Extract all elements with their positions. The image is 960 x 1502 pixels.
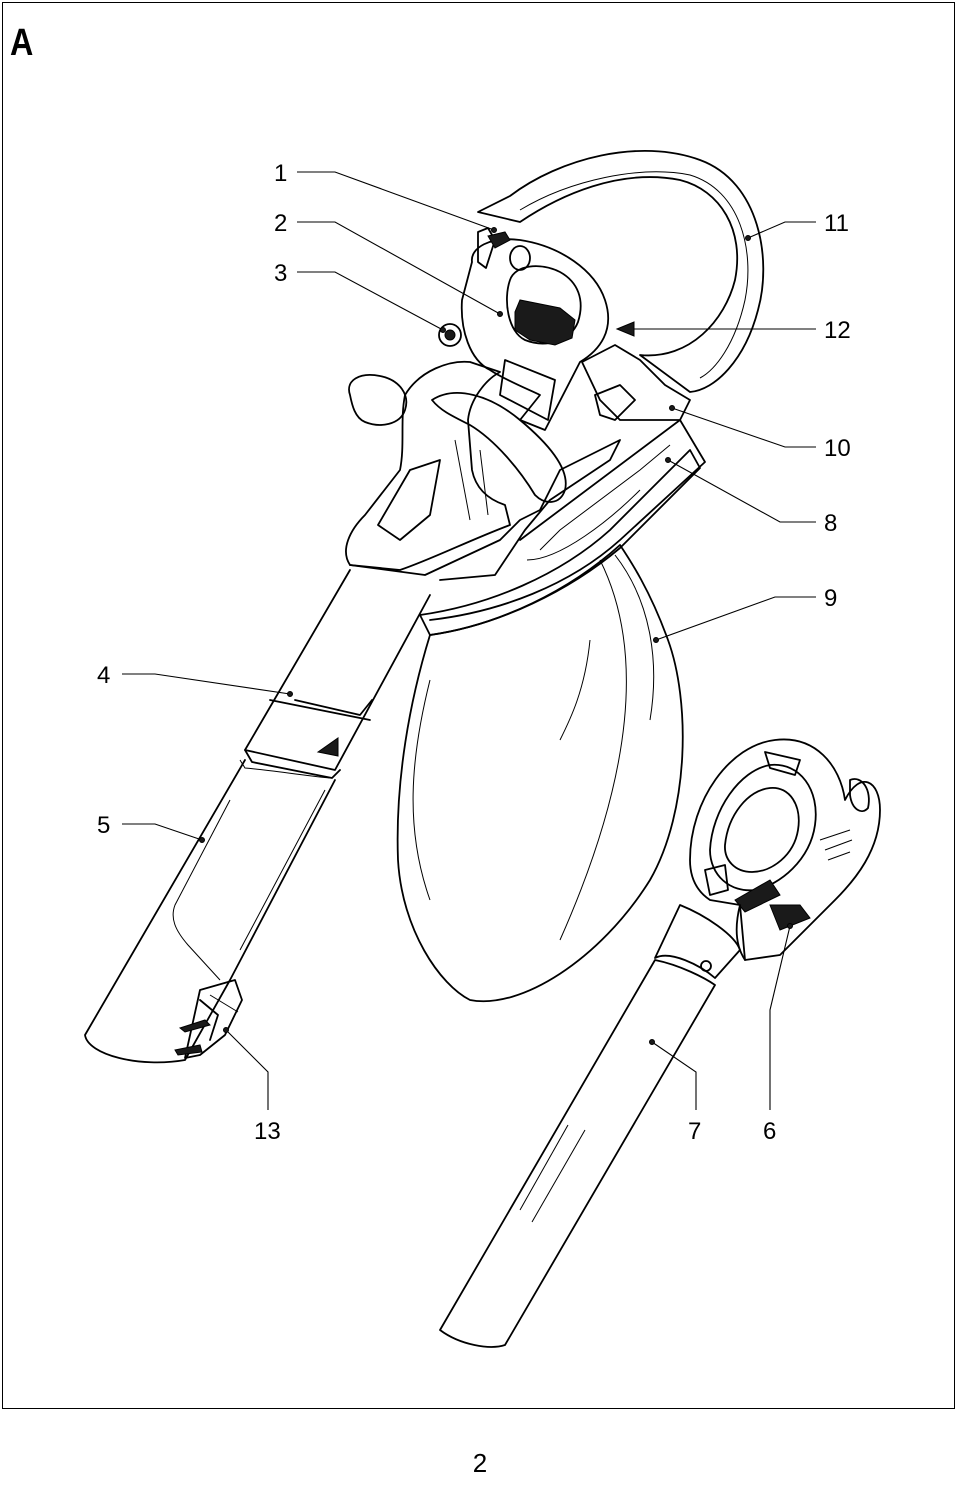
- callout-labels: 1 2 3 4 5 6 7 8 9 10 11 12 13: [97, 160, 851, 1145]
- figure-frame: [2, 2, 955, 1409]
- blower-nozzle-attachment: [689, 738, 881, 961]
- upper-tube: [239, 569, 431, 779]
- collection-bag: [396, 544, 684, 1003]
- callout-10: 10: [824, 435, 851, 462]
- callout-4: 4: [97, 662, 110, 689]
- callout-5: 5: [97, 812, 110, 839]
- callout-13: 13: [254, 1118, 281, 1145]
- callout-6: 6: [763, 1118, 776, 1145]
- figure-letter: A: [10, 22, 34, 64]
- callout-12: 12: [824, 317, 851, 344]
- blower-tube: [439, 904, 741, 1348]
- power-switch: [477, 227, 511, 269]
- blower-body: [345, 360, 621, 581]
- motor-housing: [460, 238, 691, 431]
- bag-connector: [419, 419, 706, 636]
- page-number: 2: [472, 1448, 488, 1478]
- callout-3: 3: [274, 260, 287, 287]
- speed-knob: [438, 323, 462, 347]
- callout-8: 8: [824, 510, 837, 537]
- lower-tube: [84, 759, 336, 1064]
- callout-2: 2: [274, 210, 287, 237]
- nozzle-scraper: [174, 979, 243, 1059]
- callout-7: 7: [688, 1118, 701, 1145]
- callout-1: 1: [274, 160, 287, 187]
- shoulder-strap: [477, 150, 765, 393]
- callout-11: 11: [824, 210, 849, 237]
- leader-lines: [122, 171, 816, 1110]
- callout-9: 9: [824, 585, 837, 612]
